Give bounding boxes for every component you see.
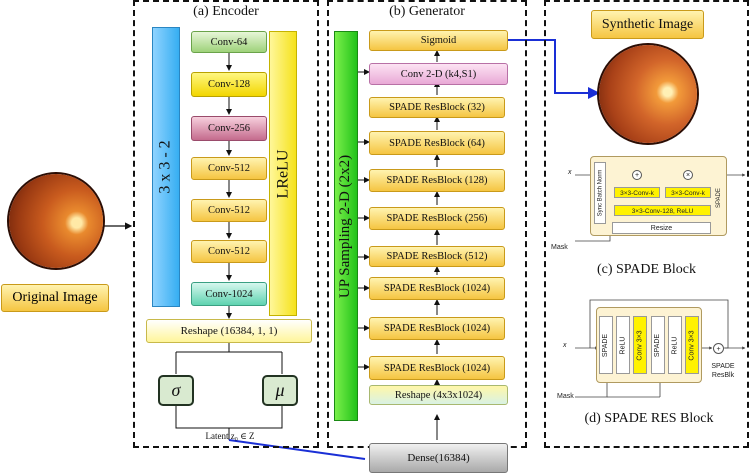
encoder-layer: Conv-512 bbox=[191, 157, 267, 180]
gen-resblock: SPADE ResBlock (1024) bbox=[369, 317, 505, 340]
res-mask-label: Mask bbox=[557, 393, 574, 400]
synthetic-image-label: Synthetic Image bbox=[591, 10, 704, 39]
spade-block-name-text: SPADE bbox=[716, 188, 722, 208]
res-cell: Conv 3×3 bbox=[633, 316, 647, 374]
gen-resblock: SPADE ResBlock (64) bbox=[369, 131, 505, 155]
encoder-layer: Conv-1024 bbox=[191, 282, 267, 306]
res-block-frame bbox=[596, 307, 702, 383]
gen-resblock: SPADE ResBlock (1024) bbox=[369, 356, 505, 380]
mu-node: μ bbox=[262, 375, 298, 406]
encoder-layer: Conv-512 bbox=[191, 199, 267, 222]
spade-resize: Resize bbox=[612, 222, 711, 234]
original-image-label: Original Image bbox=[1, 284, 109, 312]
spade-conv-k-2: 3×3-Conv-k bbox=[665, 187, 711, 198]
latent-label: Latent z₀ ∈ Z bbox=[205, 431, 255, 441]
encoder-layer: Conv-64 bbox=[191, 31, 267, 53]
spade-block-title: (c) SPADE Block bbox=[596, 262, 697, 277]
res-cell: SPADE bbox=[599, 316, 613, 374]
encoder-title: (a) Encoder bbox=[193, 4, 259, 19]
res-cell: ReLU bbox=[616, 316, 630, 374]
res-cell: Conv 3×3 bbox=[685, 316, 699, 374]
sync-batch-norm: Sync Batch Norm bbox=[594, 162, 606, 224]
merge-lines bbox=[175, 406, 283, 440]
encoder-layer: Conv-512 bbox=[191, 240, 267, 263]
spade-times-node: × bbox=[683, 170, 693, 180]
upsampling-bar: UP Sampling 2-D (2x2) bbox=[334, 31, 358, 421]
spade-plus-node: + bbox=[632, 170, 642, 180]
original-fundus-image bbox=[9, 174, 103, 268]
spade-conv-k-1: 3×3-Conv-k bbox=[614, 187, 660, 198]
res-plus-node: + bbox=[713, 343, 724, 354]
spade-res-lines bbox=[575, 299, 746, 398]
upsample-taps bbox=[358, 69, 370, 370]
gen-resblock: SPADE ResBlock (256) bbox=[369, 207, 505, 230]
spade-block-name: SPADE bbox=[716, 188, 722, 208]
spade-conv-128: 3×3-Conv-128, ReLU bbox=[614, 205, 711, 216]
encoder-kernel-bar: 3 x 3 - 2 bbox=[152, 27, 180, 307]
spade-x-label: x bbox=[568, 169, 572, 176]
upsampling-label: UP Sampling 2-D (2x2) bbox=[337, 154, 354, 298]
res-x-label: x bbox=[563, 342, 567, 349]
sigma-node: σ bbox=[158, 375, 194, 406]
spade-mask-label: Mask bbox=[551, 244, 568, 251]
res-cell: SPADE bbox=[651, 316, 665, 374]
gen-resblock: SPADE ResBlock (32) bbox=[369, 97, 505, 118]
encoder-activation-label: LReLU bbox=[274, 149, 291, 198]
sigmoid-layer: Sigmoid bbox=[369, 30, 508, 51]
gen-reshape: Reshape (4x3x1024) bbox=[369, 385, 508, 405]
conv2d-layer: Conv 2-D (k4,S1) bbox=[369, 63, 508, 85]
encoder-layer: Conv-256 bbox=[191, 116, 267, 141]
encoder-kernel-label: 3 x 3 - 2 bbox=[157, 140, 175, 194]
spade-res-title: (d) SPADE RES Block bbox=[584, 411, 714, 426]
res-cell: ReLU bbox=[668, 316, 682, 374]
encoder-layer: Conv-128 bbox=[191, 72, 267, 97]
right-panel bbox=[544, 0, 749, 448]
synthetic-fundus-image bbox=[599, 45, 697, 143]
gen-resblock: SPADE ResBlock (1024) bbox=[369, 277, 505, 300]
encoder-reshape: Reshape (16384, 1, 1) bbox=[146, 319, 312, 343]
gen-resblock: SPADE ResBlock (128) bbox=[369, 169, 505, 192]
encoder-activation-bar: LReLU bbox=[269, 31, 297, 316]
res-block-name: SPADE ResBlk bbox=[711, 363, 735, 379]
output-link bbox=[508, 39, 600, 99]
gen-resblock: SPADE ResBlock (512) bbox=[369, 246, 505, 267]
encoder-panel bbox=[133, 0, 319, 448]
split-lines bbox=[175, 343, 283, 374]
generator-title: (b) Generator bbox=[389, 4, 465, 19]
